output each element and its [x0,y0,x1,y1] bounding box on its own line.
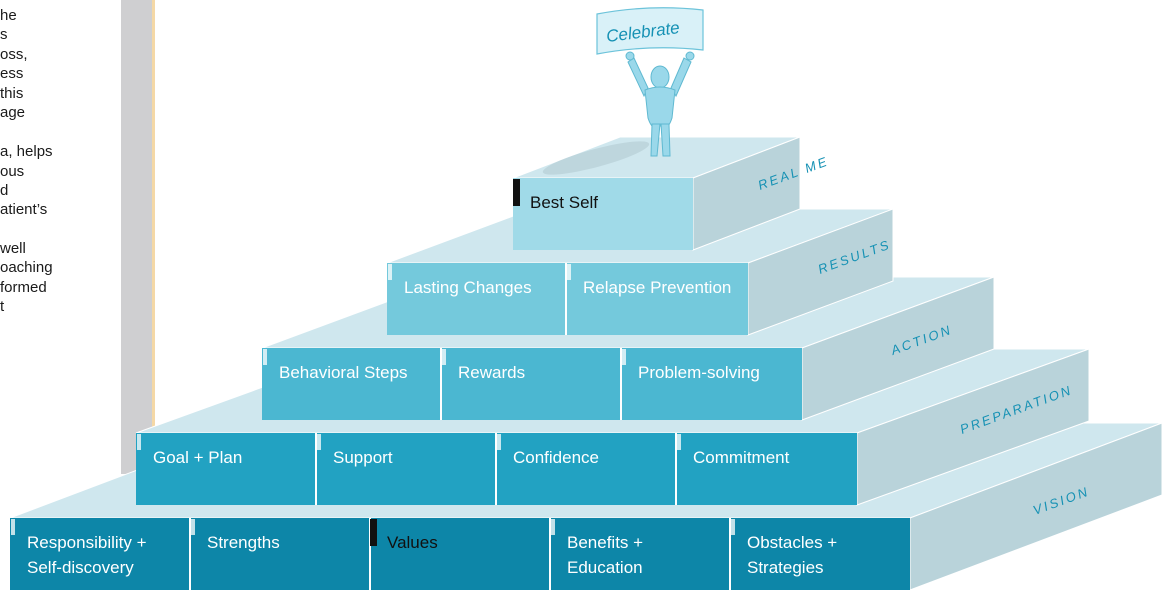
block-face [10,518,190,590]
step-block: Confidence [495,433,676,505]
block-label: Education [567,558,643,577]
celebrate-figure [542,57,692,175]
step-block: Support [315,433,496,505]
block-label: Lasting Changes [404,278,532,297]
block-label: Strategies [747,558,824,577]
block-notch [137,434,141,450]
block-marker [370,519,377,546]
step-block: Strengths [189,518,370,590]
block-label: Strengths [207,533,280,552]
figure-hand-right [685,51,695,61]
sidebar-gray-bar [121,0,152,474]
block-face [190,518,370,590]
block-label: Rewards [458,363,525,382]
block-notch [388,264,392,280]
block-notch [731,519,735,535]
left-text-line: this [0,85,24,102]
step-block: Behavioral Steps [262,348,441,420]
left-text-line: d [0,182,9,199]
left-text-line: a, helps [0,143,53,160]
block-face [621,348,802,420]
block-face [676,433,857,505]
block-label: Self-discovery [27,558,134,577]
block-notch [11,519,15,535]
block-face [550,518,730,590]
step-block: Relapse Prevention [565,263,748,335]
block-notch [263,349,267,365]
block-label: Problem-solving [638,363,760,382]
left-text-line: formed [0,279,47,296]
step-block: Values [369,518,550,590]
block-label: Support [333,448,393,467]
block-notch [567,264,571,280]
block-face [316,433,496,505]
block-label: Goal + Plan [153,448,242,467]
step-block: Rewards [440,348,621,420]
block-face [370,518,550,590]
block-face [262,348,441,420]
figure-shadow [542,141,650,175]
block-label: Commitment [693,448,790,467]
block-notch [677,434,681,450]
left-text-line: s [0,26,8,43]
left-text-line: ess [0,65,24,82]
figure-torso [644,86,676,127]
step-block: Problem-solving [620,348,802,420]
block-face [496,433,676,505]
block-label: Values [387,533,438,552]
block-label: Relapse Prevention [583,278,731,297]
figure-arm-right [670,57,692,98]
block-face [136,433,316,505]
block-face [730,518,910,590]
left-text-line: age [0,104,26,121]
left-text-line: ous [0,163,25,180]
block-face [387,263,566,335]
step-block: Benefits + Education [549,518,730,590]
step-block: Obstacles + Strategies [729,518,910,590]
block-label: Best Self [530,193,598,212]
banner-flag [596,7,704,55]
block-label: Benefits + [567,533,643,552]
left-text-line: oss, [0,46,28,63]
block-notch [317,434,321,450]
step-block: Commitment [675,433,857,505]
block-notch [497,434,501,450]
figure-hand-left [625,51,635,61]
left-text-line: atient’s [0,201,48,218]
left-text-line: he [0,7,17,24]
left-text-line: t [0,298,5,315]
block-label: Obstacles + [747,533,837,552]
block-notch [442,349,446,365]
step-block: Goal + Plan [136,433,316,505]
block-label: Behavioral Steps [279,363,408,382]
celebrate-banner: Celebrate [596,7,704,61]
block-face [441,348,621,420]
step-block: Best Self [513,178,693,250]
block-label: Responsibility + [27,533,147,552]
block-marker [513,179,520,206]
step-block: Responsibility + Self-discovery [10,518,190,590]
block-face [513,178,693,250]
block-notch [191,519,195,535]
block-notch [622,349,626,365]
left-text-line: oaching [0,259,53,276]
step-block: Lasting Changes [387,263,566,335]
figure-leg-left [650,123,661,157]
block-label: Confidence [513,448,599,467]
block-notch [551,519,555,535]
left-text-column: he s oss, ess this age a, helps ous d at… [0,0,128,590]
figure-head [650,65,670,89]
sidebar-accent-rule [152,0,155,428]
block-face [566,263,748,335]
left-text-line: well [0,240,26,257]
figure-leg-right [660,123,671,157]
